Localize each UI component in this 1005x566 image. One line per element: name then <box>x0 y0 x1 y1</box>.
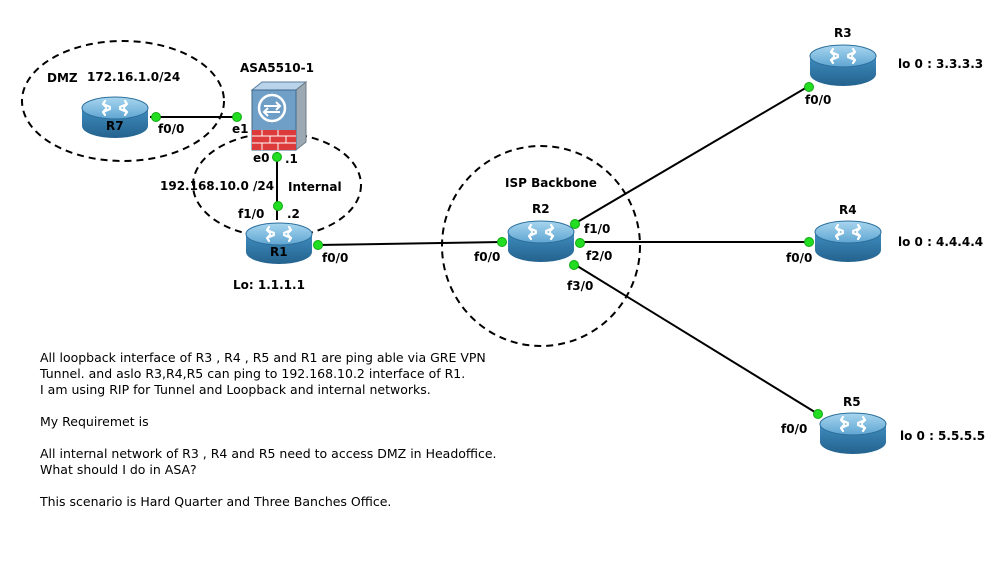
scenario-description: All loopback interface of R3 , R4 , R5 a… <box>40 350 600 510</box>
internal-subnet-label: 192.168.10.0 /24 <box>160 179 274 193</box>
router-r7-label: R7 <box>106 119 124 133</box>
r2-f10-label: f1/0 <box>584 222 610 236</box>
router-r4-label: R4 <box>839 203 857 217</box>
description-line: Tunnel. and aslo R3,R4,R5 can ping to 19… <box>40 366 466 381</box>
router-r5-icon[interactable] <box>818 412 888 456</box>
description-line: This scenario is Hard Quarter and Three … <box>40 494 392 509</box>
dmz-zone <box>21 40 225 162</box>
isp-backbone-label: ISP Backbone <box>505 176 597 190</box>
link-r2-r3 <box>573 85 810 225</box>
isp-backbone-zone <box>441 145 641 347</box>
internal-zone-label: Internal <box>288 180 342 194</box>
r2-f20-label: f2/0 <box>586 249 612 263</box>
port-asa-e1 <box>232 112 242 122</box>
port-r1-f10 <box>273 201 283 211</box>
port-r5-f00 <box>813 409 823 419</box>
r1-f10-label: f1/0 <box>238 207 264 221</box>
router-r3-icon[interactable] <box>808 44 878 88</box>
port-r7-f00 <box>151 112 161 122</box>
router-r1-label: R1 <box>270 245 288 259</box>
asa-e1-label: e1 <box>232 122 249 136</box>
asa-label: ASA5510-1 <box>240 61 314 75</box>
router-r4-icon[interactable] <box>813 220 883 264</box>
description-line: What should I do in ASA? <box>40 462 197 477</box>
asa-firewall-icon[interactable] <box>250 80 308 152</box>
description-line: My Requiremet is <box>40 414 149 429</box>
asa-e0-label: e0 <box>253 151 270 165</box>
r5-loopback-label: lo 0 : 5.5.5.5 <box>900 429 985 443</box>
router-r3-label: R3 <box>834 26 852 40</box>
dmz-zone-label: DMZ <box>47 71 78 85</box>
port-r3-f00 <box>804 82 814 92</box>
port-r2-f10 <box>570 219 580 229</box>
description-line: All loopback interface of R3 , R4 , R5 a… <box>40 350 486 365</box>
r2-f00-label: f0/0 <box>474 250 500 264</box>
r2-f30-label: f3/0 <box>567 279 593 293</box>
r1-ip-label: .2 <box>287 207 300 221</box>
r7-f00-label: f0/0 <box>158 122 184 136</box>
r3-f00-label: f0/0 <box>805 93 831 107</box>
dmz-subnet-label: 172.16.1.0/24 <box>87 70 180 84</box>
r1-f00-label: f0/0 <box>322 251 348 265</box>
r4-f00-label: f0/0 <box>786 251 812 265</box>
port-asa-e0 <box>272 152 282 162</box>
port-r2-f30 <box>569 260 579 270</box>
r5-f00-label: f0/0 <box>781 422 807 436</box>
router-r2-icon[interactable] <box>506 220 576 264</box>
asa-ip-label: .1 <box>285 152 298 166</box>
description-line: All internal network of R3 , R4 and R5 n… <box>40 446 497 461</box>
r3-loopback-label: lo 0 : 3.3.3.3 <box>898 57 983 71</box>
router-r2-label: R2 <box>532 202 550 216</box>
port-r4-f00 <box>804 237 814 247</box>
link-r2-r5 <box>573 263 819 415</box>
r4-loopback-label: lo 0 : 4.4.4.4 <box>898 235 983 249</box>
router-r5-label: R5 <box>843 395 861 409</box>
port-r1-f00 <box>313 240 323 250</box>
link-r1-r2 <box>317 241 503 246</box>
port-r2-f20 <box>575 238 585 248</box>
port-r2-f00 <box>497 237 507 247</box>
r1-loopback-label: Lo: 1.1.1.1 <box>233 278 305 292</box>
description-line: I am using RIP for Tunnel and Loopback a… <box>40 382 431 397</box>
